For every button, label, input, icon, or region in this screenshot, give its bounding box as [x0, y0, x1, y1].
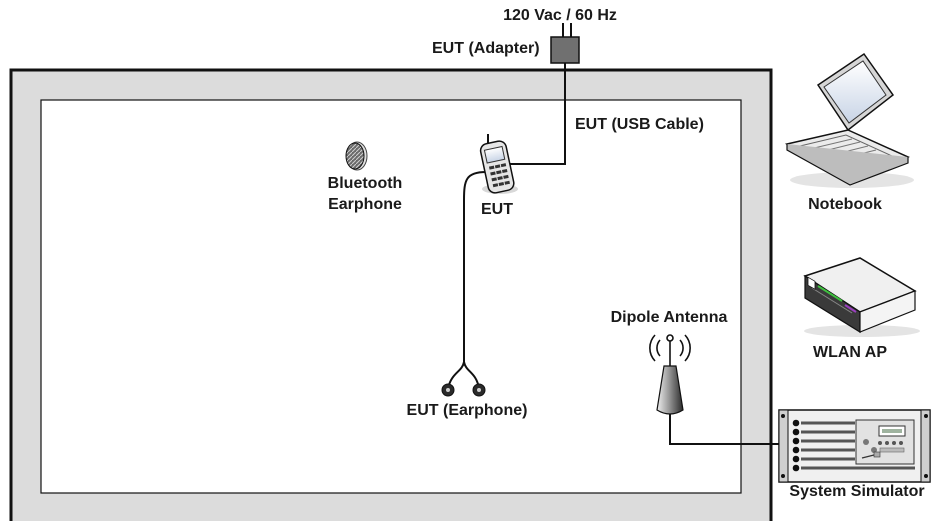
mobile-phone-icon	[479, 134, 518, 194]
dipole-antenna-label: Dipole Antenna	[611, 309, 728, 326]
dipole-antenna-icon	[649, 334, 691, 415]
adapter-box	[550, 36, 580, 64]
bluetooth-earphone-icon	[345, 141, 368, 171]
usb-cable-label: EUT (USB Cable)	[575, 116, 704, 133]
earphone-label: EUT (Earphone)	[407, 402, 528, 419]
wlan-ap-label: WLAN AP	[813, 344, 887, 361]
usb-cable	[506, 63, 566, 165]
wired-earphone-icon	[441, 383, 486, 397]
power-adapter	[550, 23, 580, 64]
system-simulator-icon	[778, 409, 931, 483]
system-simulator-label: System Simulator	[789, 483, 924, 500]
adapter-label: EUT (Adapter)	[432, 40, 540, 57]
eut-label: EUT	[481, 201, 513, 218]
chamber-inner-area	[40, 99, 742, 494]
wlan-access-point-icon	[803, 257, 920, 337]
notebook-icon	[784, 52, 914, 188]
bluetooth-earphone-label-line2: Earphone	[328, 196, 402, 213]
notebook-label: Notebook	[808, 196, 882, 213]
bluetooth-earphone-label-line1: Bluetooth	[328, 175, 403, 192]
rf-cable	[669, 414, 796, 445]
power-supply-label: 120 Vac / 60 Hz	[503, 7, 617, 24]
test-chamber	[9, 68, 773, 521]
